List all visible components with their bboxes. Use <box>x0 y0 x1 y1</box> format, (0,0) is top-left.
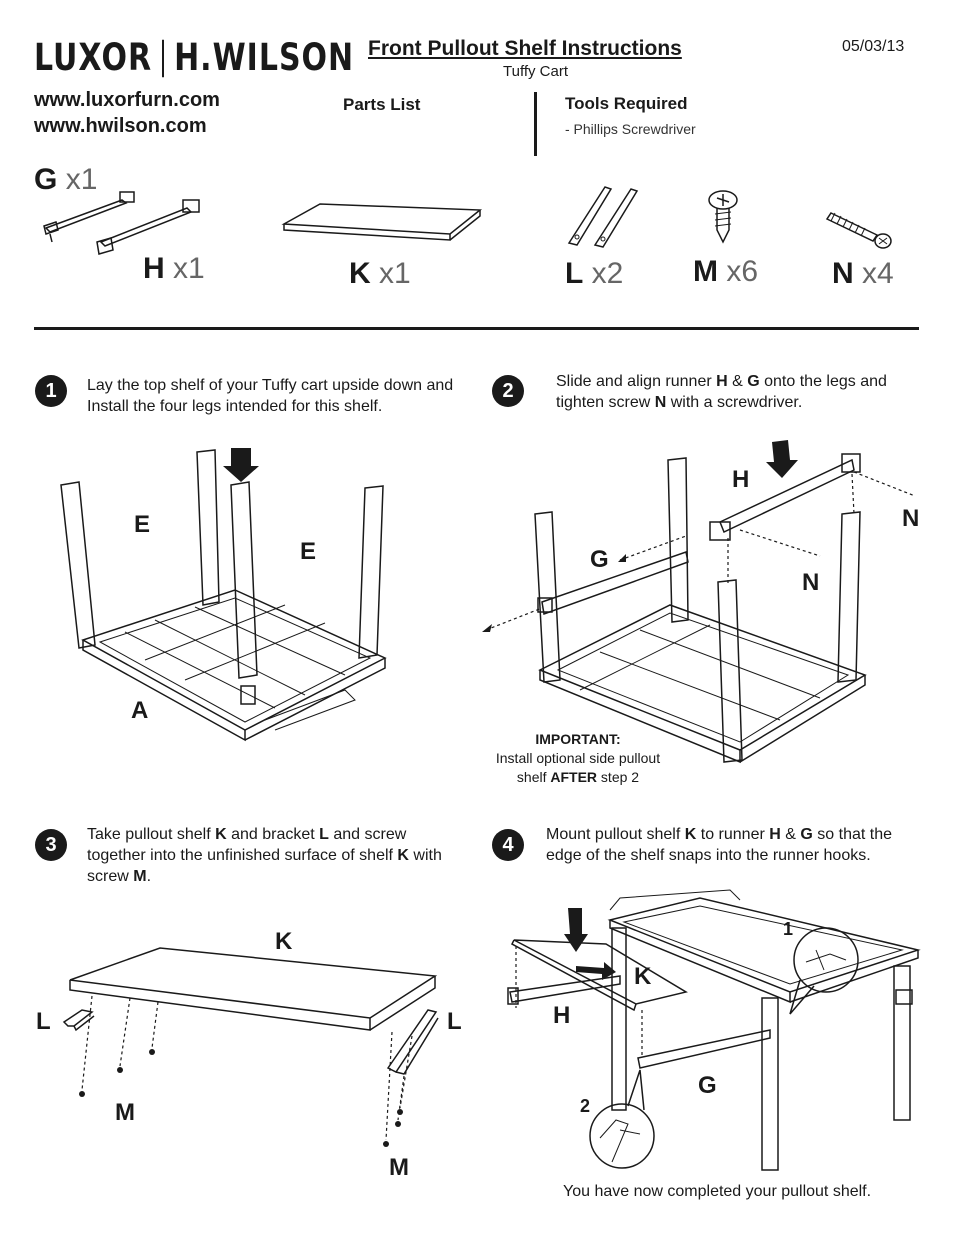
screw-n-icon <box>825 212 892 249</box>
label-k: K <box>634 963 652 990</box>
important-heading: IMPORTANT: <box>535 731 621 747</box>
important-line: shelf AFTER step 2 <box>516 769 640 785</box>
part-label-l: L x2 <box>565 257 624 290</box>
step-number-badge: 3 <box>35 829 67 861</box>
label-k: K <box>275 928 293 955</box>
screw-m-icon <box>708 190 738 244</box>
label-e: E <box>134 511 151 538</box>
parts-list-heading: Parts List <box>343 95 421 114</box>
step-3-illustration <box>62 947 439 1147</box>
step-2-illustration <box>482 440 916 764</box>
step-number-badge: 2 <box>492 375 524 407</box>
label-m: M <box>389 1154 409 1181</box>
step-1-illustration <box>60 448 387 742</box>
important-note: IMPORTANT: Install optional side pullout… <box>478 730 678 787</box>
label-n: N <box>802 569 820 596</box>
important-line: Install optional side pullout <box>495 750 661 766</box>
brand-right: H.WILSON <box>174 36 355 80</box>
tools-heading: Tools Required <box>565 94 688 113</box>
label-g: G <box>698 1072 717 1099</box>
part-label-n: N x4 <box>832 257 894 290</box>
bracket-l-illustration <box>567 186 639 248</box>
part-label-h: H x1 <box>143 252 205 285</box>
step-3-text: Take pullout shelf K and bracket L and s… <box>87 826 442 885</box>
part-label-k: K x1 <box>349 257 411 290</box>
brand-left: LUXOR <box>34 36 153 80</box>
label-n: N <box>902 505 920 532</box>
label-e: E <box>300 538 317 565</box>
label-h: H <box>553 1002 571 1029</box>
step-number-badge: 1 <box>35 375 67 407</box>
website-link[interactable]: www.luxorfurn.com <box>34 89 220 111</box>
section-divider <box>34 327 919 330</box>
runner-h-illustration <box>96 199 200 255</box>
label-l: L <box>447 1008 462 1035</box>
part-label-m: M x6 <box>693 255 759 288</box>
label-l: L <box>36 1008 51 1035</box>
part-label-g: G x1 <box>34 163 98 196</box>
label-g: G <box>590 546 609 573</box>
brand-logo: LUXOR H.WILSON <box>34 36 354 80</box>
page-subtitle: Tuffy Cart <box>503 63 569 80</box>
step-number-badge: 4 <box>492 829 524 861</box>
label-a: A <box>131 697 149 724</box>
divider <box>534 92 537 156</box>
step-1-text: Lay the top shelf of your Tuffy cart ups… <box>87 377 454 415</box>
label-h: H <box>732 466 750 493</box>
step-4-text: Mount pullout shelf K to runner H & G so… <box>546 826 892 864</box>
step-4-illustration <box>507 889 921 1171</box>
brand-divider <box>162 39 165 77</box>
runner-g-illustration <box>43 191 135 243</box>
page-title: Front Pullout Shelf Instructions <box>368 37 682 60</box>
callout-number: 2 <box>580 1096 591 1116</box>
pullout-shelf-k-illustration <box>281 203 483 241</box>
tool-item: - Phillips Screwdriver <box>565 121 696 137</box>
label-m: M <box>115 1099 135 1126</box>
completion-message: You have now completed your pullout shel… <box>563 1183 872 1200</box>
document-date: 05/03/13 <box>842 38 905 55</box>
callout-number: 1 <box>783 919 794 939</box>
website-link[interactable]: www.hwilson.com <box>34 115 207 137</box>
step-2-text: Slide and align runner H & G onto the le… <box>556 373 887 411</box>
